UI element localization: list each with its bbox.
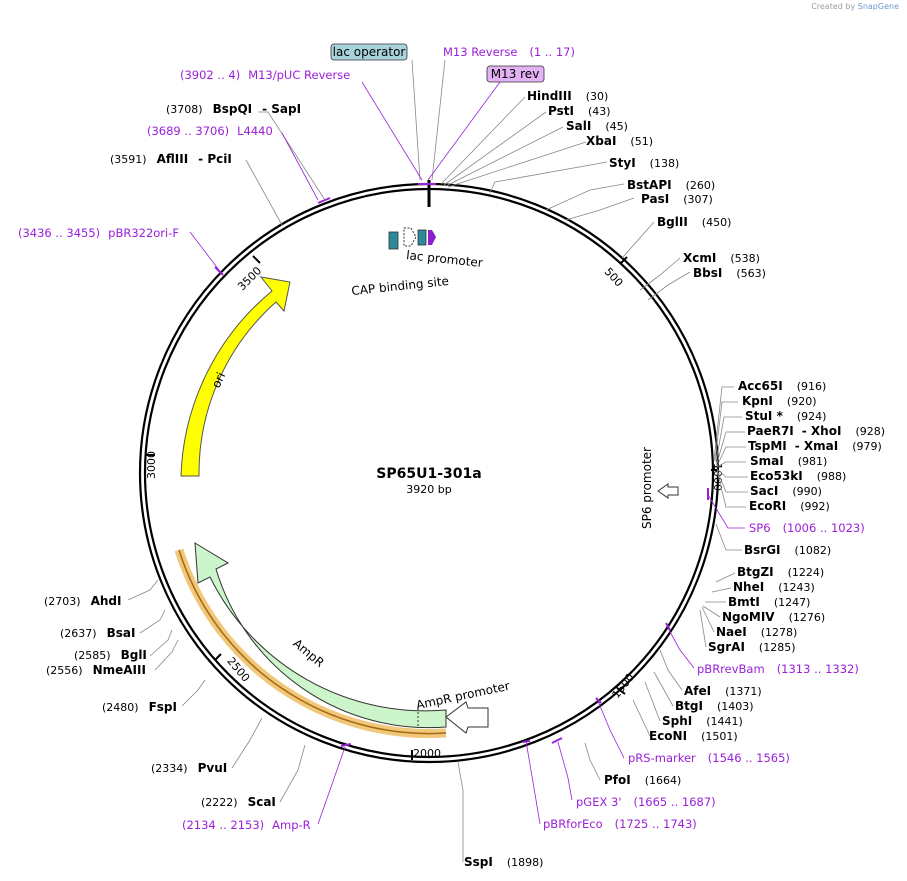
site-afei: AfeI(1371) — [684, 684, 762, 698]
site-bstapi: BstAPI(260) — [627, 178, 715, 192]
primer-bars — [214, 183, 709, 747]
ampr-label: AmpR — [290, 636, 326, 670]
site-paer7i-xhoi: PaeR7I- XhoI(928) — [747, 424, 885, 438]
lac-operator-feature — [417, 229, 427, 246]
primer-l4440: (3689 .. 3706)L4440 — [147, 124, 273, 138]
site-sali: SalI(45) — [566, 119, 628, 133]
site-xcmi: XcmI(538) — [683, 251, 760, 265]
svg-text:500: 500 — [602, 265, 626, 289]
site-kpni: KpnI(920) — [742, 394, 817, 408]
svg-text:2000: 2000 — [413, 747, 441, 760]
ori-label: ori — [209, 370, 228, 390]
tick-500: 500 — [602, 256, 628, 289]
site-ecori: EcoRI(992) — [749, 499, 830, 513]
site-bsrgi: BsrGI(1082) — [744, 543, 831, 557]
primer-sp6: SP6(1006 .. 1023) — [749, 521, 865, 535]
site-nmeaiii: (2556)NmeAIII — [46, 663, 146, 677]
site-bglii: BglII(450) — [657, 215, 731, 229]
leader-lines — [127, 59, 748, 862]
plasmid-length: 3920 bp — [406, 483, 451, 496]
site-naei: NaeI(1278) — [716, 625, 797, 639]
site-sphi: SphI(1441) — [662, 714, 743, 728]
site-pfoi: PfoI(1664) — [604, 773, 681, 787]
site-bgli: (2585)BglI — [74, 648, 147, 662]
site-acc65i: Acc65I(916) — [738, 379, 826, 393]
tick-1000: 1000 — [711, 463, 724, 491]
site-smai: SmaI(981) — [750, 454, 827, 468]
sites-right: HindIII(30) PstI(43) SalI(45) XbaI(51) S… — [464, 89, 885, 869]
svg-text:3000: 3000 — [145, 451, 158, 479]
site-btgzi: BtgZI(1224) — [737, 565, 824, 579]
site-bbsi: BbsI(563) — [693, 266, 766, 280]
svg-text:1500: 1500 — [609, 671, 636, 701]
site-nhei: NheI(1243) — [733, 580, 815, 594]
site-hindiii: HindIII(30) — [527, 89, 608, 103]
site-afliii-pcii: (3591)AflIII- PciI — [110, 152, 232, 166]
site-scai: (2222)ScaI — [201, 795, 276, 809]
lac-promoter-label: lac promoter — [406, 248, 484, 270]
site-pvui: (2334)PvuI — [151, 761, 227, 775]
site-tspmi-xmai: TspMI- XmaI(979) — [748, 439, 882, 453]
snapgene-credit: Created by SnapGene — [811, 2, 899, 11]
lac-operator-box — [330, 43, 408, 61]
site-xbai: XbaI(51) — [586, 134, 653, 148]
site-ngomiv: NgoMIV(1276) — [722, 610, 825, 624]
primer-pbrrevbam: pBRrevBam(1313 .. 1332) — [697, 662, 859, 676]
primer-pgex3: pGEX 3'(1665 .. 1687) — [576, 795, 716, 809]
primer-pbr322ori-f: (3436 .. 3455)pBR322ori-F — [18, 226, 179, 240]
site-psti: PstI(43) — [548, 104, 611, 118]
ampr-promoter-arrow — [445, 701, 489, 734]
lac-operator-box-label: lac operator — [333, 45, 406, 59]
ampr-feature — [194, 542, 447, 729]
site-sgrai: SgrAI(1285) — [708, 640, 795, 654]
cap-binding-feature — [388, 231, 399, 250]
primer-m13-reverse: M13 Reverse(1 .. 17) — [443, 45, 575, 59]
ampr-strand-line — [178, 549, 447, 735]
m13-rev-box — [486, 65, 545, 83]
svg-text:1000: 1000 — [711, 463, 724, 491]
site-ahdi: (2703)AhdI — [44, 594, 121, 608]
site-stui: StuI *(924) — [745, 409, 826, 423]
site-styi: StyI(138) — [609, 156, 679, 170]
site-saci: SacI(990) — [750, 484, 822, 498]
sp6-promoter-label: SP6 promoter — [640, 447, 654, 529]
site-fspi: (2480)FspI — [102, 700, 177, 714]
site-bspqi-sapi: (3708)BspQI- SapI — [166, 102, 301, 116]
ori-feature — [180, 276, 291, 477]
primer-pbrforeco: pBRforEco(1725 .. 1743) — [543, 817, 697, 831]
primer-prs-marker: pRS-marker(1546 .. 1565) — [628, 751, 790, 765]
site-eco53ki: Eco53kI(988) — [750, 469, 846, 483]
sp6-promoter-arrow — [657, 483, 679, 499]
plasmid-name: SP65U1-301a — [376, 466, 481, 482]
site-bmti: BmtI(1247) — [728, 595, 810, 609]
tick-3000: 3000 — [145, 451, 158, 479]
site-bsai: (2637)BsaI — [60, 626, 135, 640]
site-pasi: PasI(307) — [641, 192, 713, 206]
lac-promoter-feature — [403, 227, 417, 247]
primer-amp-r: (2134 .. 2153)Amp-R — [182, 818, 311, 832]
site-sspi: SspI(1898) — [464, 855, 543, 869]
cap-binding-label: CAP binding site — [351, 274, 450, 298]
site-econi: EcoNI(1501) — [649, 729, 738, 743]
sites-left: (3708)BspQI- SapI (3591)AflIII- PciI (27… — [44, 102, 301, 809]
site-btgi: BtgI(1403) — [675, 699, 754, 713]
tick-2000: 2000 — [411, 747, 441, 760]
tick-1500: 1500 — [609, 671, 636, 701]
primer-m13puc-reverse: (3902 .. 4)M13/pUC Reverse — [180, 68, 350, 82]
m13-rev-feature — [428, 230, 436, 245]
m13-rev-box-label: M13 rev — [491, 67, 540, 81]
svg-text:3500: 3500 — [235, 264, 264, 293]
